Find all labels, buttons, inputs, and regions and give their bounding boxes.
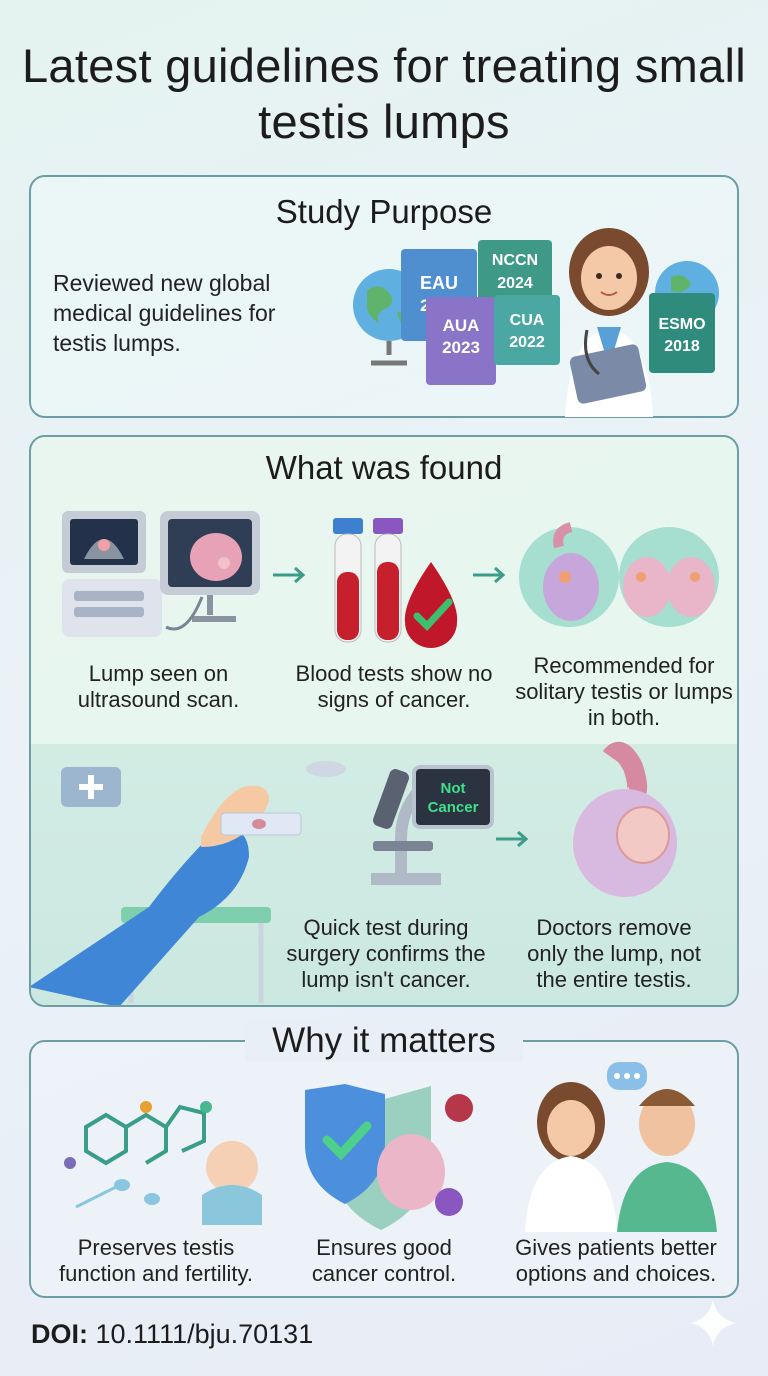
study-purpose-text: Reviewed new global medical guidelines f…: [53, 270, 276, 356]
testis-partial-removal-icon: [573, 742, 677, 897]
finding-step-1: Lump seen on ultrasound scan.: [77, 661, 240, 712]
blood-test-icon: [333, 518, 458, 648]
fertility-icon: [64, 1101, 262, 1225]
svg-text:ESMO: ESMO: [658, 316, 705, 333]
arrow-icon-3: [496, 830, 529, 848]
doctor-patient-icon: [525, 1062, 717, 1232]
shield-icon: [305, 1084, 473, 1230]
svg-text:2024: 2024: [497, 275, 533, 292]
finding-step-2: Blood tests show no signs of cancer.: [295, 661, 493, 712]
why-it-matters-heading: Why it matters: [245, 1020, 523, 1062]
book-nccn: NCCN 2024: [478, 240, 552, 310]
why-it-matters-panel: Preserves testis function and fertility.…: [29, 1040, 739, 1298]
doctor-illustration: [565, 228, 653, 417]
finding-step-5: Doctors remove only the lump, not the en…: [527, 915, 701, 992]
findings-heading: What was found: [265, 449, 503, 486]
book-esmo: ESMO 2018: [649, 293, 715, 373]
testis-icons: [519, 522, 719, 627]
matters-item-3: Gives patients better options and choice…: [515, 1235, 717, 1286]
study-purpose-heading: Study Purpose: [275, 193, 493, 230]
svg-text:NCCN: NCCN: [492, 252, 538, 269]
arrow-icon-2: [473, 566, 506, 584]
svg-text:CUA: CUA: [510, 312, 545, 329]
book-aua: AUA 2023: [426, 297, 496, 385]
svg-text:2018: 2018: [664, 338, 700, 355]
book-eau-org: EAU: [420, 273, 458, 293]
doi-label: DOI:: [31, 1319, 88, 1349]
sparkle-icon: [690, 1300, 736, 1346]
svg-text:AUA: AUA: [443, 316, 480, 335]
page-title: Latest guidelines for treating small tes…: [21, 39, 746, 148]
book-cua: CUA 2022: [494, 295, 560, 365]
svg-text:2023: 2023: [442, 338, 480, 357]
finding-step-3: Recommended for solitary testis or lumps…: [515, 653, 733, 730]
svg-text:2022: 2022: [509, 334, 545, 351]
matters-item-2: Ensures good cancer control.: [311, 1235, 457, 1286]
study-purpose-panel: Study Purpose Reviewed new global medica…: [29, 175, 739, 418]
surgery-scene: [31, 767, 302, 1005]
doi-citation[interactable]: DOI: 10.1111/bju.70131: [31, 1319, 313, 1350]
findings-panel: What was found: [29, 435, 739, 1007]
ultrasound-machine-icon: [62, 511, 260, 637]
doi-value[interactable]: 10.1111/bju.70131: [95, 1319, 314, 1349]
arrow-icon: [273, 566, 306, 584]
finding-step-4: Quick test during surgery confirms the l…: [286, 915, 486, 992]
matters-item-1: Preserves testis function and fertility.: [58, 1235, 254, 1286]
